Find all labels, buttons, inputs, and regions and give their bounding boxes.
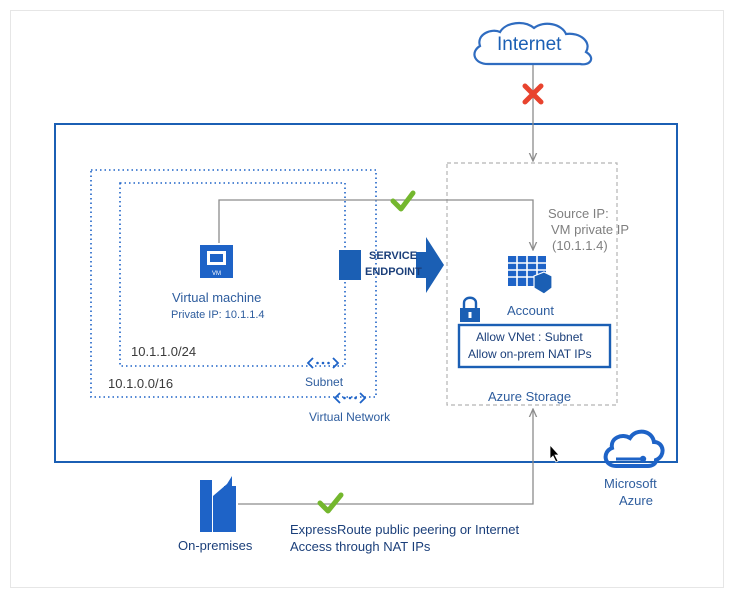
- subnet-icon: [306, 357, 340, 369]
- source-ip-line1: Source IP:: [548, 206, 609, 221]
- storage-account-icon: [508, 256, 553, 295]
- vm-title: Virtual machine: [172, 290, 262, 305]
- storage-account-label: Account: [507, 303, 554, 318]
- storage-dashed-box: [446, 162, 618, 406]
- service-endpoint-arrow-icon: [416, 237, 444, 293]
- on-premises-label: On-premises: [178, 538, 253, 553]
- vnet-cidr: 10.1.0.0/16: [108, 376, 174, 391]
- vnet-label: Virtual Network: [309, 410, 391, 424]
- internet-label: Internet: [497, 34, 562, 55]
- expressroute-label-line2: Access through NAT IPs: [290, 539, 431, 554]
- subnet-label: Subnet: [305, 375, 344, 389]
- azure-boundary-box: [54, 123, 678, 463]
- service-endpoint-label-line1: SERVICE: [369, 250, 418, 262]
- subnet-cidr: 10.1.1.0/24: [131, 344, 197, 359]
- service-endpoint-label-line2: ENDPOINT: [365, 266, 422, 278]
- diagram-frame: [10, 10, 724, 588]
- service-endpoint-square-icon: [339, 250, 361, 280]
- blocked-x-icon: [522, 83, 544, 105]
- lock-icon: [460, 296, 480, 322]
- azure-storage-label: Azure Storage: [488, 389, 572, 404]
- virtual-network-icon: [333, 392, 367, 404]
- on-premises-building-icon: [200, 476, 236, 532]
- microsoft-azure-cloud-icon: [603, 429, 665, 468]
- microsoft-azure-label-line1: Microsoft: [604, 476, 657, 491]
- allowed-check-icon-vnet: [390, 190, 416, 212]
- allowed-check-icon-onprem: [317, 492, 344, 514]
- microsoft-azure-label-line2: Azure: [619, 493, 653, 508]
- vm-to-storage-line: [218, 199, 533, 250]
- source-ip-line2: VM private IP: [551, 222, 630, 237]
- mouse-cursor-icon: [549, 443, 560, 463]
- source-ip-line3: (10.1.1.4): [552, 238, 608, 253]
- firewall-rules-box: [457, 323, 612, 369]
- storage-rule-2: Allow on-prem NAT IPs: [468, 347, 592, 361]
- vm-icon-label: VM: [212, 271, 221, 277]
- expressroute-label-line1: ExpressRoute public peering or Internet: [290, 522, 520, 537]
- internet-cloud-icon: [473, 22, 593, 66]
- storage-rule-1: Allow VNet : Subnet: [476, 330, 583, 344]
- vm-private-ip: Private IP: 10.1.1.4: [171, 309, 265, 321]
- vnet-dotted-box: [90, 169, 377, 398]
- vm-icon: VM: [200, 245, 233, 278]
